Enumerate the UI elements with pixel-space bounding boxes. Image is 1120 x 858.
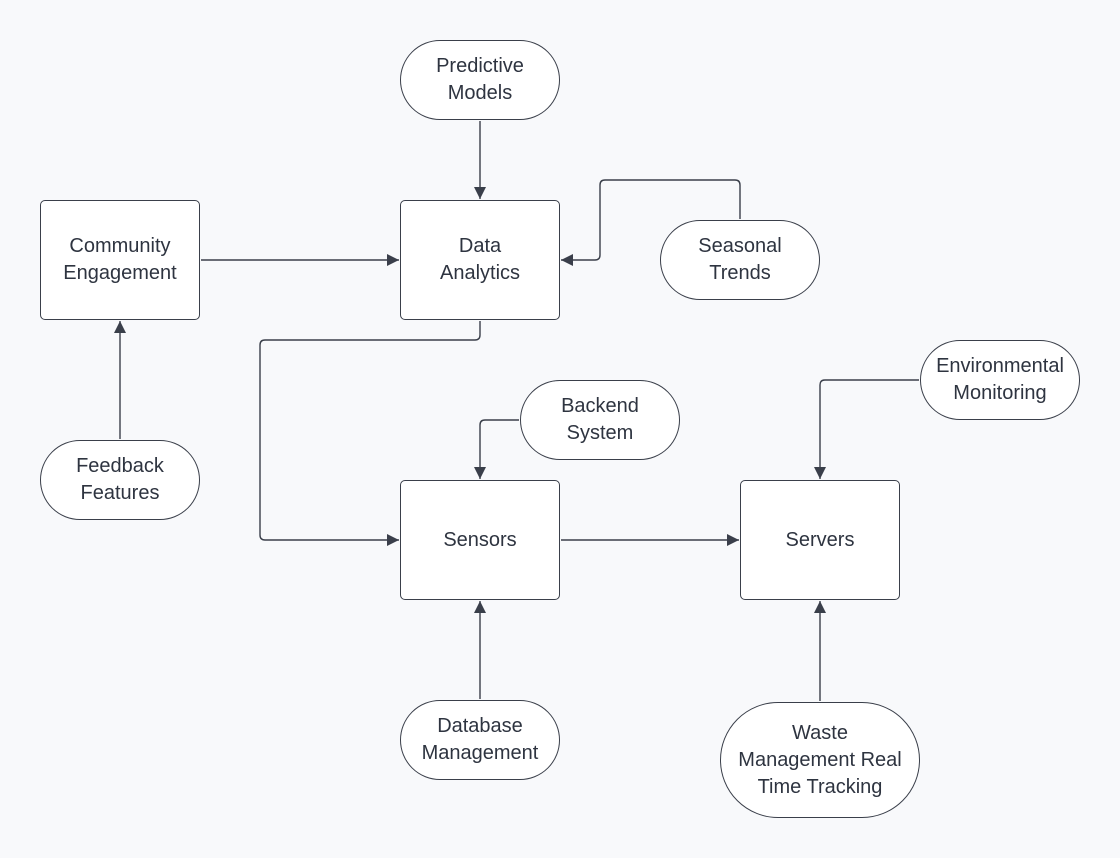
edge-environmental-monitoring-to-servers bbox=[814, 379, 919, 479]
node-label: Backend System bbox=[561, 395, 639, 444]
data-analytics-node[interactable]: Data Analytics bbox=[400, 200, 560, 320]
backend-system-node[interactable]: Backend System bbox=[520, 380, 680, 460]
edge-data-analytics-to-sensors bbox=[259, 321, 481, 546]
node-label: Environmental Monitoring bbox=[936, 355, 1064, 404]
edge-backend-system-to-sensors bbox=[474, 419, 519, 479]
feedback-features-node[interactable]: Feedback Features bbox=[40, 440, 200, 520]
node-label: Predictive Models bbox=[436, 55, 524, 104]
database-management-node[interactable]: Database Management bbox=[400, 700, 560, 780]
sensors-node[interactable]: Sensors bbox=[400, 480, 560, 600]
waste-management-node[interactable]: Waste Management Real Time Tracking bbox=[720, 702, 920, 818]
seasonal-trends-node[interactable]: Seasonal Trends bbox=[660, 220, 820, 300]
environmental-monitoring-node[interactable]: Environmental Monitoring bbox=[920, 340, 1080, 420]
node-label: Data Analytics bbox=[439, 235, 521, 284]
node-label: Feedback Features bbox=[76, 455, 164, 504]
community-engagement-node[interactable]: Community Engagement bbox=[40, 200, 200, 320]
node-label: Community Engagement bbox=[63, 235, 177, 284]
node-label: Sensors bbox=[443, 528, 517, 551]
node-label: Waste Management Real Time Tracking bbox=[738, 721, 902, 798]
node-label: Seasonal Trends bbox=[698, 235, 782, 284]
node-label: Servers bbox=[785, 528, 855, 551]
node-label: Database Management bbox=[421, 715, 539, 764]
edge-seasonal-trends-to-data-analytics bbox=[561, 179, 741, 266]
servers-node[interactable]: Servers bbox=[740, 480, 900, 600]
predictive-models-node[interactable]: Predictive Models bbox=[400, 40, 560, 120]
